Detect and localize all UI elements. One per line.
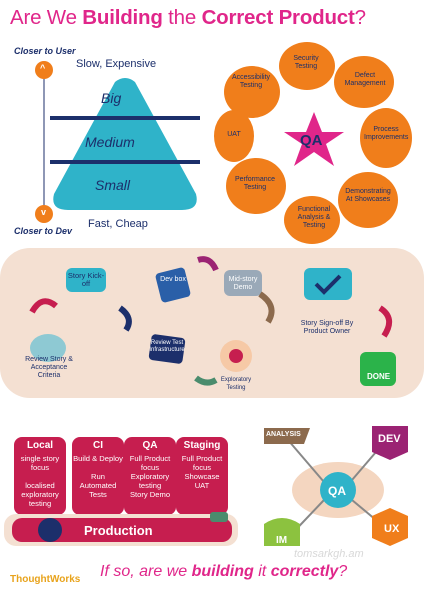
thoughtworks-logo: ThoughtWorks (10, 574, 81, 585)
story-kickoff: Story Kick-off (67, 271, 105, 288)
footer-question: If so, are we building it correctly? (100, 563, 348, 580)
fast-cheap-label: Fast, Cheap (88, 218, 148, 230)
mid-story-demo: Mid-story Demo (228, 276, 258, 291)
node-im: IM (276, 535, 288, 546)
up-symbol: ^ (40, 63, 46, 73)
petal-performance: Performance Testing (234, 176, 276, 191)
production-label: Production (84, 523, 153, 538)
closer-to-user-label: Closer to User (14, 46, 76, 56)
petal-showcases: Demonstrating At Showcases (345, 188, 391, 203)
page-title: Are We Building the Correct Product? (10, 6, 366, 29)
closer-to-dev-label: Closer to Dev (14, 226, 73, 236)
review-story-label: Review Story & Acceptance Criteria (25, 356, 73, 379)
pipeline-ci: CI Build & Deploy Run Automated Tests (72, 437, 124, 515)
signoff-label: Story Sign-off By Product Owner (300, 320, 354, 335)
down-symbol: v (41, 207, 47, 217)
production-bar (4, 512, 238, 546)
pipeline-staging: Staging Full Product focus Showcase UAT (176, 437, 228, 515)
testing-pyramid (50, 78, 200, 210)
dev-box: Dev box (160, 276, 186, 283)
down-arrow-icon (35, 205, 53, 223)
pipeline-qa: QA Full Product focus Exploratory testin… (124, 437, 176, 515)
done-badge: DONE (367, 372, 391, 381)
exploratory-label: Exploratory Testing (220, 377, 252, 391)
pyramid-level-small: Small (95, 177, 131, 193)
pyramid-level-big: Big (101, 90, 122, 106)
petal-security: Security Testing (293, 55, 319, 70)
petal-process: Process Improvements (364, 126, 409, 141)
team-network (264, 426, 408, 546)
slow-expensive-label: Slow, Expensive (76, 58, 157, 70)
review-test-label: Review Test Infrastructure (149, 340, 185, 353)
story-flow-graphics (29, 256, 396, 386)
up-arrow-icon (35, 61, 53, 79)
network-center-qa: QA (328, 484, 346, 498)
petal-uat: UAT (227, 131, 241, 138)
watermark: tomsarkgh.am (294, 548, 364, 560)
petal-defect: Defect Management (344, 72, 386, 87)
pyramid-level-medium: Medium (85, 134, 135, 150)
node-analysis: ANALYSIS (266, 431, 301, 438)
node-ux: UX (384, 523, 400, 535)
node-dev: DEV (378, 433, 401, 445)
pipeline-local: Local single story focus localised explo… (14, 437, 66, 515)
petal-accessibility: Accessibility Testing (231, 74, 271, 89)
user-dev-axis (35, 61, 53, 223)
qa-flower-petals (214, 42, 412, 244)
petal-functional: Functional Analysis & Testing (297, 206, 331, 229)
qa-flower-center: QA (300, 132, 323, 149)
